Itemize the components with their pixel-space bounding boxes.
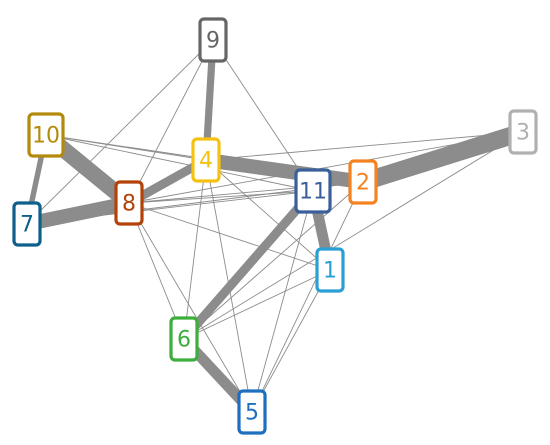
node-layer: 1 2 3 4 5 6 7 8 9 10 11	[12, 17, 538, 435]
node-11[interactable]: 11	[294, 168, 332, 214]
node-7[interactable]: 7	[12, 201, 42, 247]
edge-1-6	[183, 269, 331, 340]
node-11-box	[294, 168, 332, 214]
edge-1-5	[251, 269, 331, 413]
edge-11-3	[312, 131, 524, 192]
edge-4-1	[205, 159, 331, 271]
edge-7-8	[19, 195, 137, 232]
node-3-box	[508, 109, 538, 155]
edge-8-6	[128, 202, 185, 340]
edge-4-3	[205, 131, 524, 161]
edge-7-11	[26, 190, 314, 225]
node-2-label: 2	[356, 171, 370, 196]
node-9-label: 9	[206, 29, 220, 54]
node-1[interactable]: 1	[315, 247, 345, 293]
node-5-label: 5	[245, 401, 259, 426]
node-1-label: 1	[323, 259, 337, 284]
node-10[interactable]: 10	[27, 112, 65, 158]
edge-9-8	[128, 39, 214, 204]
node-2[interactable]: 2	[348, 159, 378, 205]
edge-8-11	[128, 190, 314, 204]
node-6-box	[169, 316, 199, 362]
edge-2-5	[251, 181, 364, 413]
node-8[interactable]: 8	[114, 180, 144, 226]
node-6[interactable]: 6	[169, 316, 199, 362]
node-5[interactable]: 5	[237, 389, 267, 435]
edge-11-6	[179, 186, 318, 344]
edge-8-5	[128, 202, 253, 413]
edge-8-1	[128, 202, 331, 271]
edge-9-11	[212, 39, 314, 192]
edge-2-3	[354, 123, 532, 191]
node-1-box	[315, 247, 345, 293]
node-3-label: 3	[516, 121, 530, 146]
edge-10-11	[45, 134, 314, 192]
node-2-box	[348, 159, 378, 205]
node-10-label: 10	[32, 124, 60, 149]
node-5-box	[237, 389, 267, 435]
node-9-box	[198, 17, 228, 63]
node-8-box	[114, 180, 144, 226]
edge-layer	[19, 36, 532, 418]
node-9[interactable]: 9	[198, 17, 228, 63]
edge-8-3	[128, 131, 524, 204]
node-11-label: 11	[299, 180, 327, 205]
node-8-label: 8	[122, 192, 136, 217]
node-4-label: 4	[199, 149, 213, 174]
node-4[interactable]: 4	[191, 137, 221, 183]
edge-2-6	[183, 181, 364, 340]
node-4-box	[191, 137, 221, 183]
node-10-box	[27, 112, 65, 158]
node-3[interactable]: 3	[508, 109, 538, 155]
node-7-box	[12, 201, 42, 247]
edge-3-6	[183, 131, 524, 340]
edge-9-7	[26, 39, 214, 225]
node-6-label: 6	[177, 328, 191, 353]
edge-4-5	[205, 159, 253, 413]
node-7-label: 7	[20, 213, 34, 238]
edge-11-5	[251, 190, 314, 413]
